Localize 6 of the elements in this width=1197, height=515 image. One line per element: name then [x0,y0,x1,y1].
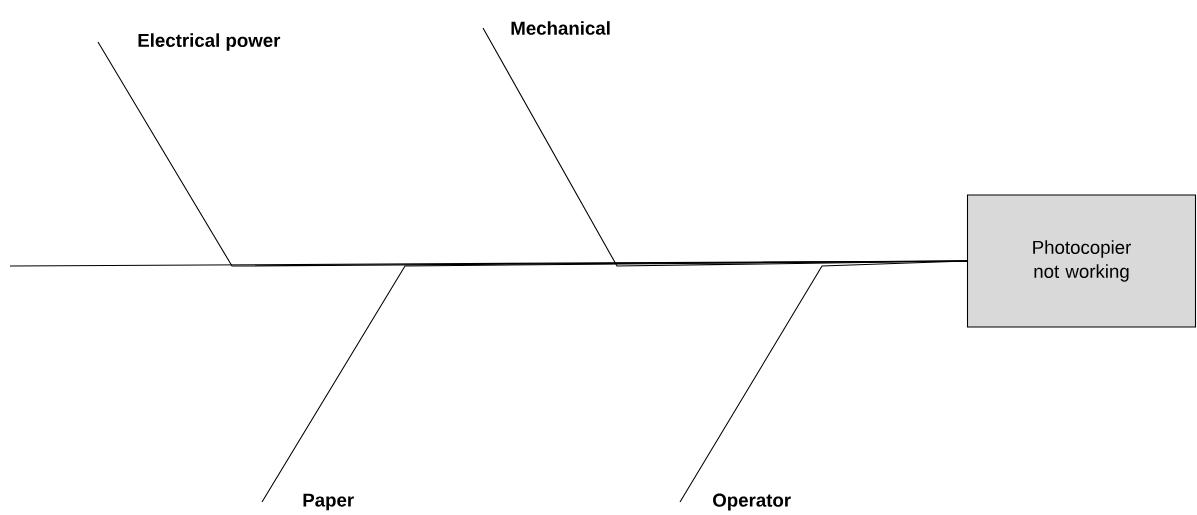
category-label: Electrical power [138,33,281,51]
category-label: Operator [713,493,791,511]
category-label: Mechanical [511,21,610,35]
bone-line [679,260,968,503]
category-label: Paper [303,493,354,511]
effect-box: Photocopier not working [966,194,1197,328]
